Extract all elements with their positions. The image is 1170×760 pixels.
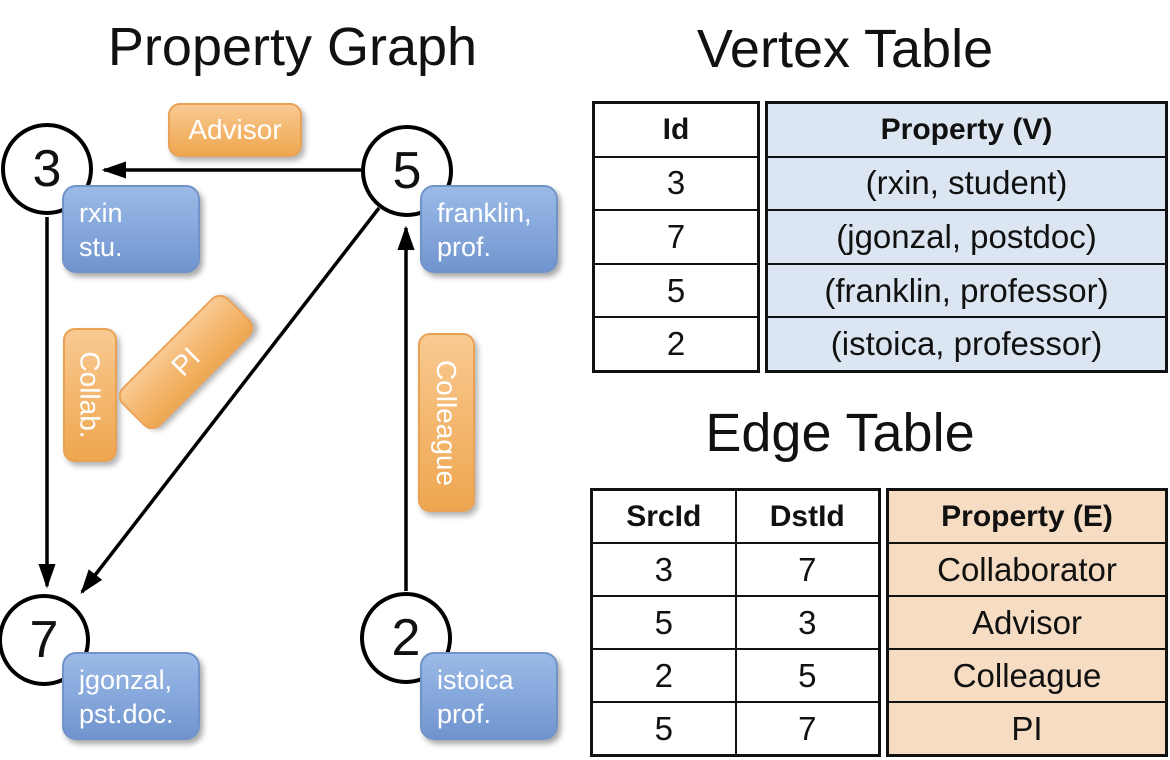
table-row: (jgonzal, postdoc): [768, 209, 1165, 263]
vertex-table-header-id: Id: [662, 112, 690, 146]
vertex-node-2: 2: [360, 592, 452, 684]
edge-row-3-srcid: 5: [654, 709, 673, 747]
table-row: SrcId DstId: [593, 491, 878, 542]
vertex-row-0-property: (rxin, student): [768, 157, 1165, 210]
edge-table-property-column: Property (E) Collaborator Advisor Collea…: [886, 488, 1168, 757]
edge-label-pi-text: PI: [165, 341, 206, 382]
edge-label-collab: Collab.: [63, 328, 117, 462]
edge-line-pi-5-to-7: [80, 206, 381, 594]
table-row: Id: [595, 104, 757, 156]
vertex-table-title: Vertex Table: [696, 19, 994, 79]
edge-table-id-columns: SrcId DstId 3 7 5 3 2 5 5 7: [590, 488, 881, 757]
vertex-property-box-2-line2: prof.: [437, 699, 492, 729]
vertex-table: Id 3 7 5 2 Property (V) (rxin, student): [592, 101, 1168, 373]
vertex-property-box-7: jgonzal, pst.doc.: [62, 652, 200, 740]
table-row: Collaborator: [889, 542, 1165, 595]
edge-label-advisor: Advisor: [168, 103, 302, 157]
table-row: Advisor: [889, 595, 1165, 648]
edge-row-0-dstid: 7: [734, 544, 879, 595]
edge-label-colleague: Colleague: [418, 333, 475, 512]
vertex-table-header-property: Property (V): [768, 104, 1165, 156]
graph-edges-layer: [38, 161, 415, 594]
edge-label-collab-text: Collab.: [75, 351, 107, 439]
vertex-node-5: 5: [361, 125, 453, 217]
edge-table-header-dstid: DstId: [734, 491, 879, 542]
vertex-property-box-2: istoica prof.: [420, 652, 558, 740]
property-graph-title: Property Graph: [107, 17, 478, 77]
vertex-row-1-property: (jgonzal, postdoc): [768, 211, 1165, 263]
vertex-node-5-id: 5: [392, 142, 422, 200]
table-row: (franklin, professor): [768, 262, 1165, 317]
vertex-node-2-id: 2: [391, 609, 421, 667]
edge-table: SrcId DstId 3 7 5 3 2 5 5 7 Property (E): [590, 488, 1168, 757]
vertex-row-2-id: 5: [666, 271, 686, 309]
vertex-row-0-id: 3: [666, 164, 686, 202]
vertex-table-id-column: Id 3 7 5 2: [592, 101, 760, 373]
edge-table-header-srcid: SrcId: [626, 499, 702, 533]
table-row: PI: [889, 701, 1165, 754]
edge-row-0-srcid: 3: [654, 550, 673, 588]
table-row: 7: [595, 209, 757, 263]
vertex-node-3-id: 3: [32, 140, 62, 198]
table-row: 3 7: [593, 542, 878, 595]
table-row: Property (V): [768, 104, 1165, 156]
edge-row-1-srcid: 5: [654, 603, 673, 641]
vertex-table-property-column: Property (V) (rxin, student) (jgonzal, p…: [765, 101, 1168, 373]
table-row: 5 7: [593, 701, 878, 754]
vertex-property-box-3: rxin stu.: [62, 185, 200, 273]
edge-row-2-property: Colleague: [889, 650, 1165, 701]
vertex-property-box-7-line2: pst.doc.: [79, 699, 174, 729]
table-row: Colleague: [889, 648, 1165, 701]
edge-table-header-property: Property (E): [889, 491, 1165, 542]
vertex-row-3-property: (istoica, professor): [768, 318, 1165, 370]
edge-label-colleague-text: Colleague: [431, 359, 463, 486]
edge-label-advisor-text: Advisor: [188, 114, 282, 145]
edge-row-1-property: Advisor: [889, 597, 1165, 648]
vertex-property-box-7-line1: jgonzal,: [79, 665, 173, 695]
table-row: 2: [595, 316, 757, 370]
table-row: 3: [595, 155, 757, 210]
table-row: Property (E): [889, 491, 1165, 542]
vertex-property-box-5-line1: franklin,: [437, 198, 532, 228]
vertex-node-7-id: 7: [29, 611, 59, 669]
table-row: 5 3: [593, 595, 878, 648]
table-row: 2 5: [593, 648, 878, 701]
vertex-property-box-3-line2: stu.: [79, 232, 123, 262]
edge-row-2-srcid: 2: [654, 656, 673, 694]
vertex-property-box-5: franklin, prof.: [420, 185, 558, 273]
edge-row-0-property: Collaborator: [889, 544, 1165, 595]
vertex-property-box-2-line1: istoica: [437, 665, 514, 695]
vertex-row-1-id: 7: [666, 217, 686, 255]
table-row: (rxin, student): [768, 155, 1165, 210]
vertex-property-box-5-line2: prof.: [437, 232, 492, 262]
edge-row-3-property: PI: [889, 703, 1165, 754]
edge-row-2-dstid: 5: [734, 650, 879, 701]
table-row: (istoica, professor): [768, 316, 1165, 370]
edge-row-3-dstid: 7: [734, 703, 879, 754]
edge-table-title: Edge Table: [705, 403, 975, 463]
table-row: 5: [595, 262, 757, 317]
vertex-property-box-3-line1: rxin: [79, 198, 123, 228]
vertex-row-2-property: (franklin, professor): [768, 264, 1165, 317]
edge-row-1-dstid: 3: [734, 597, 879, 648]
vertex-row-3-id: 2: [666, 325, 686, 363]
